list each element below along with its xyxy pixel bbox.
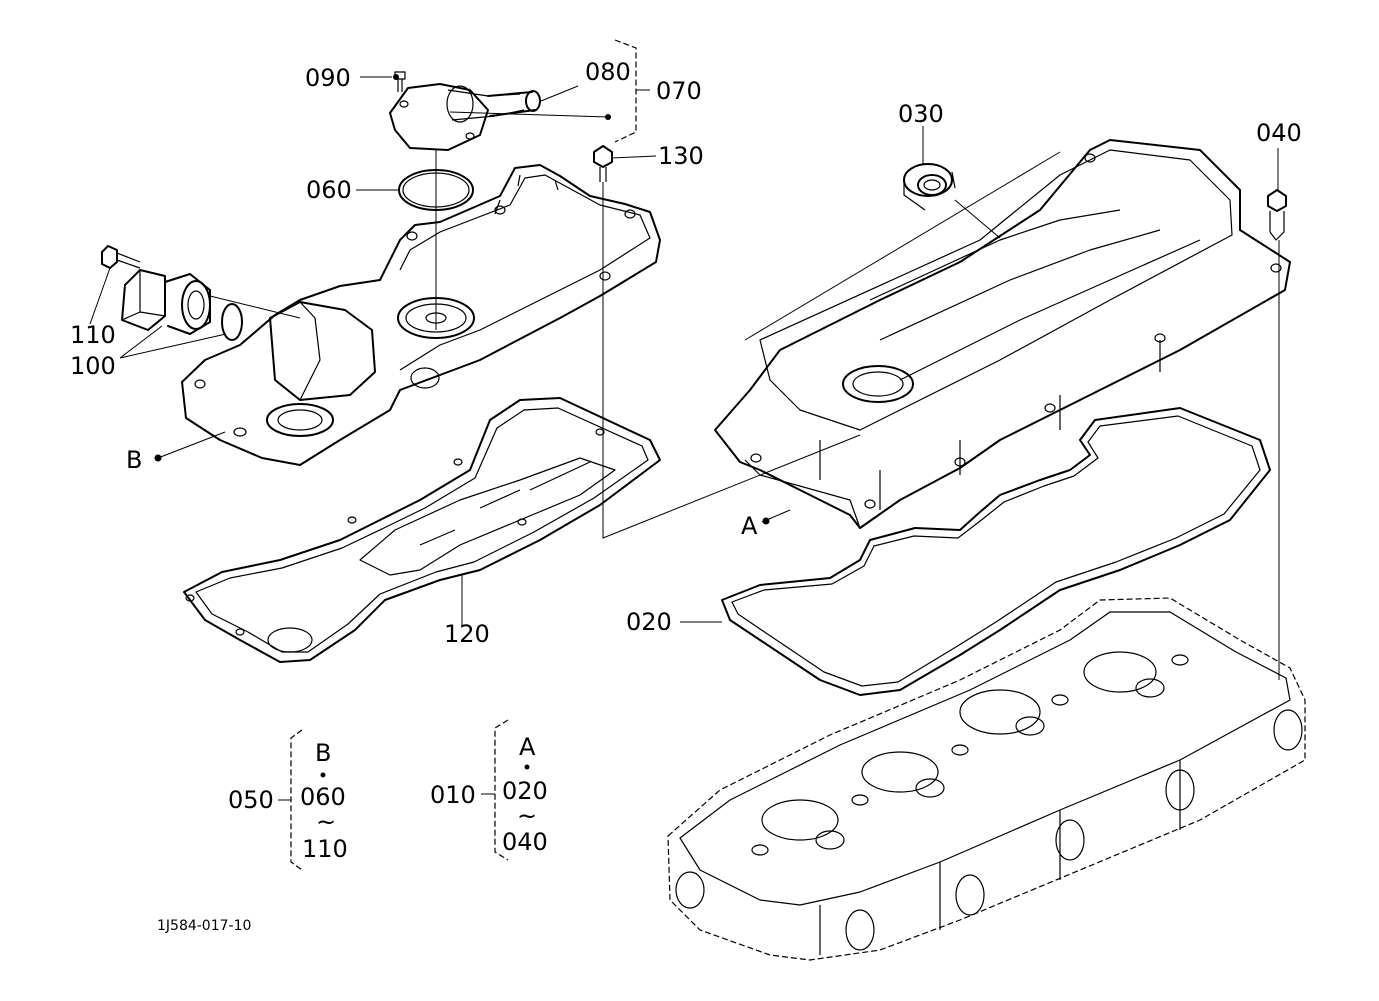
group-dot-050 xyxy=(320,772,326,778)
label-020: 020 xyxy=(626,608,672,636)
label-110: 110 xyxy=(70,321,116,349)
group-010-id: 010 xyxy=(430,781,476,809)
label-030: 030 xyxy=(898,100,944,128)
group-dot-010 xyxy=(524,764,530,770)
gasket-020 xyxy=(721,407,1271,696)
label-090: 090 xyxy=(305,64,351,92)
group-010-tilde: ~ xyxy=(517,802,537,830)
group-050-id: 050 xyxy=(228,786,274,814)
group-050-tilde: ~ xyxy=(316,808,336,836)
group-050-to: 110 xyxy=(302,835,348,863)
label-130: 130 xyxy=(658,142,704,170)
label-120: 120 xyxy=(444,620,490,648)
group-050-from: 060 xyxy=(300,783,346,811)
bolt-040 xyxy=(1267,189,1287,680)
label-060: 060 xyxy=(306,176,352,204)
breather-hose xyxy=(487,90,541,117)
leader-dot-090 xyxy=(393,74,399,80)
label-100: 100 xyxy=(70,352,116,380)
leader-dot-b xyxy=(154,454,162,462)
bracket-070 xyxy=(614,39,650,143)
label-040: 040 xyxy=(1256,119,1302,147)
oil-seal-030 xyxy=(903,163,1001,239)
breather-screw xyxy=(394,71,406,92)
bracket-010 xyxy=(481,719,509,861)
cam-cover xyxy=(181,164,661,466)
group-010-from: 020 xyxy=(502,777,548,805)
label-070: 070 xyxy=(656,77,702,105)
label-ref-a: A xyxy=(741,512,758,540)
label-080: 080 xyxy=(585,58,631,86)
leader-dot-070 xyxy=(605,114,611,120)
group-010-to: 040 xyxy=(502,828,548,856)
diagram-code: 1J584-017-10 xyxy=(157,918,251,934)
head-cover xyxy=(714,139,1291,529)
label-ref-b: B xyxy=(126,446,142,474)
bolt-110 xyxy=(101,245,141,269)
group-050-ref: B xyxy=(315,739,331,767)
gasket-120 xyxy=(183,397,661,663)
leader-dot-a xyxy=(762,517,770,525)
bracket-050 xyxy=(278,729,303,871)
sensor-100 xyxy=(121,269,301,341)
bolt-130 xyxy=(593,145,613,182)
cylinder-head xyxy=(667,597,1306,961)
group-010-ref: A xyxy=(519,733,536,761)
